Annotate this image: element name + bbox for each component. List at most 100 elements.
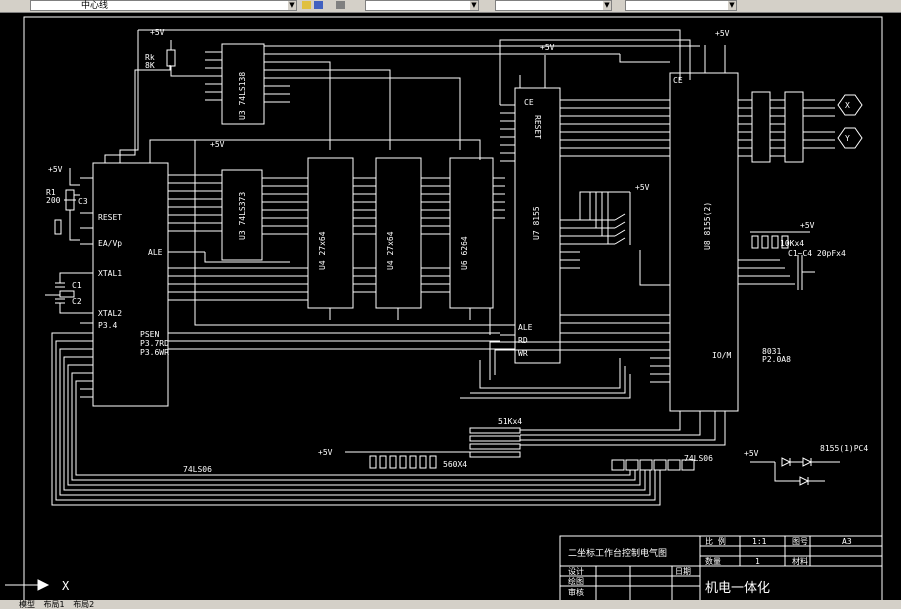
label-ale: ALE <box>148 248 163 257</box>
title-block-drawingno-value: A3 <box>842 537 852 546</box>
label-r1v: 200 <box>46 196 61 205</box>
title-block <box>559 535 883 603</box>
label-p37: P3.7RD <box>140 339 169 348</box>
label-reset8155: RESET <box>533 115 542 139</box>
label-u6: U6 6264 <box>460 236 469 270</box>
mcu-8031 <box>92 162 169 407</box>
title-block-title: 二坐标工作台控制电气图 <box>568 547 667 559</box>
ls373-pins <box>205 174 290 235</box>
title-block-company: 机电一体化 <box>705 581 770 596</box>
label-xtal1: XTAL1 <box>98 269 122 278</box>
label-p20: P2.0A8 <box>762 355 791 364</box>
memory-bus-lines <box>290 177 505 301</box>
title-block-date-label: 日期 <box>675 567 691 576</box>
linetype-combo[interactable]: ▼ <box>495 0 612 11</box>
label-vcc-g: +5V <box>318 448 333 457</box>
label-vcc-f: +5V <box>800 221 815 230</box>
properties-icon[interactable] <box>336 1 345 9</box>
motor-x <box>837 94 863 116</box>
motor-y <box>837 127 863 149</box>
label-ls06a: 74LS06 <box>183 465 212 474</box>
label-reset: RESET <box>98 213 122 222</box>
led-indicator <box>750 457 840 486</box>
label-vcc-b: +5V <box>210 140 225 149</box>
resistor-rk <box>166 49 176 67</box>
label-ls06b: 74LS06 <box>684 454 713 463</box>
label-psen: PSEN <box>140 330 159 339</box>
chevron-down-icon: ▼ <box>288 1 296 10</box>
layer-state-icon[interactable] <box>314 1 323 9</box>
title-block-draw-label: 绘图 <box>568 576 584 586</box>
label-rk: Rk <box>145 53 155 62</box>
label-rd: RD <box>518 336 528 345</box>
chip-u4-a <box>307 157 354 309</box>
chip-u4-b <box>375 157 422 309</box>
layer-combo-value: 中心线 <box>81 1 109 11</box>
tab-model[interactable]: 模型 <box>19 600 35 609</box>
mcu-left-pins <box>80 177 93 398</box>
label-rk-val: 8K <box>145 61 155 70</box>
port1-bus <box>51 332 661 506</box>
layer-icon[interactable] <box>302 1 311 9</box>
label-u8: U8 8155(2) <box>703 202 712 250</box>
label-vcc-h: +5V <box>744 449 759 458</box>
color-combo[interactable]: ▼ <box>365 0 479 11</box>
ls138-pins <box>205 45 700 103</box>
title-block-material-label: 材料 <box>792 556 808 566</box>
label-8031: 8031 <box>762 347 781 356</box>
keyboard-switches <box>580 192 670 286</box>
label-c2: C2 <box>72 297 82 306</box>
label-c1: C1 <box>72 281 82 290</box>
toolbar: 中心线 ▼ ▼ ▼ ▼ <box>0 0 901 13</box>
title-block-drawingno-label: 图号 <box>792 537 808 546</box>
label-vcc-c: +5V <box>540 43 555 52</box>
motor-driver <box>751 91 835 163</box>
crystal-network <box>45 272 80 314</box>
resistor-array-560 <box>360 451 437 469</box>
label-iom: IO/M <box>712 351 731 360</box>
label-motor-y: Y <box>845 134 850 143</box>
mcu-port0-pins <box>168 174 500 350</box>
lineweight-combo[interactable]: ▼ <box>625 0 737 11</box>
title-block-scale-value: 1:1 <box>752 537 767 546</box>
layout-tabs: 模型 布局1 布局2 <box>0 600 901 609</box>
inverter-row <box>611 459 695 471</box>
label-51k: 51Kx4 <box>498 417 522 426</box>
label-ce2: CE <box>673 76 683 85</box>
label-vcc-top: +5V <box>150 28 165 37</box>
title-block-qty-label: 数量 <box>705 556 721 566</box>
resistor-array-51k <box>345 427 521 458</box>
chevron-down-icon: ▼ <box>470 1 478 10</box>
label-vcc-d: +5V <box>715 29 730 38</box>
label-u4b: U4 27x64 <box>386 231 395 270</box>
ucs-x-label: X <box>62 579 70 593</box>
resistor-array-10k <box>750 231 815 290</box>
label-560: 560X4 <box>443 460 467 469</box>
label-u3-373: U3 74LS373 <box>238 192 247 240</box>
label-xtal2: XTAL2 <box>98 309 122 318</box>
label-ce: CE <box>524 98 534 107</box>
label-ale2: ALE <box>518 323 533 332</box>
label-u4a: U4 27x64 <box>318 231 327 270</box>
layer-combo[interactable]: 中心线 ▼ <box>30 0 297 11</box>
label-ea: EA/Vp <box>98 239 122 248</box>
label-pc4: 8155(1)PC4 <box>820 444 868 453</box>
drawing-frame <box>23 16 883 603</box>
label-wr: WR <box>518 349 528 358</box>
label-r1: R1 <box>46 188 56 197</box>
u7-pins <box>500 104 580 350</box>
label-p36: P3.6WR <box>140 348 169 357</box>
title-block-scale-label: 比 例 <box>705 536 726 546</box>
chevron-down-icon: ▼ <box>728 1 736 10</box>
reset-network <box>54 168 80 241</box>
chevron-down-icon: ▼ <box>603 1 611 10</box>
label-motor-x: X <box>845 101 850 110</box>
tab-layout1[interactable]: 布局1 <box>43 600 65 609</box>
label-10k: 10Kx4 <box>780 239 804 248</box>
label-u7: U7 8155 <box>532 206 541 240</box>
title-block-qty-value: 1 <box>755 557 760 566</box>
label-p34: P3.4 <box>98 321 117 330</box>
tab-layout2[interactable]: 布局2 <box>73 600 95 609</box>
label-u3-138: U3 74LS138 <box>238 72 247 120</box>
